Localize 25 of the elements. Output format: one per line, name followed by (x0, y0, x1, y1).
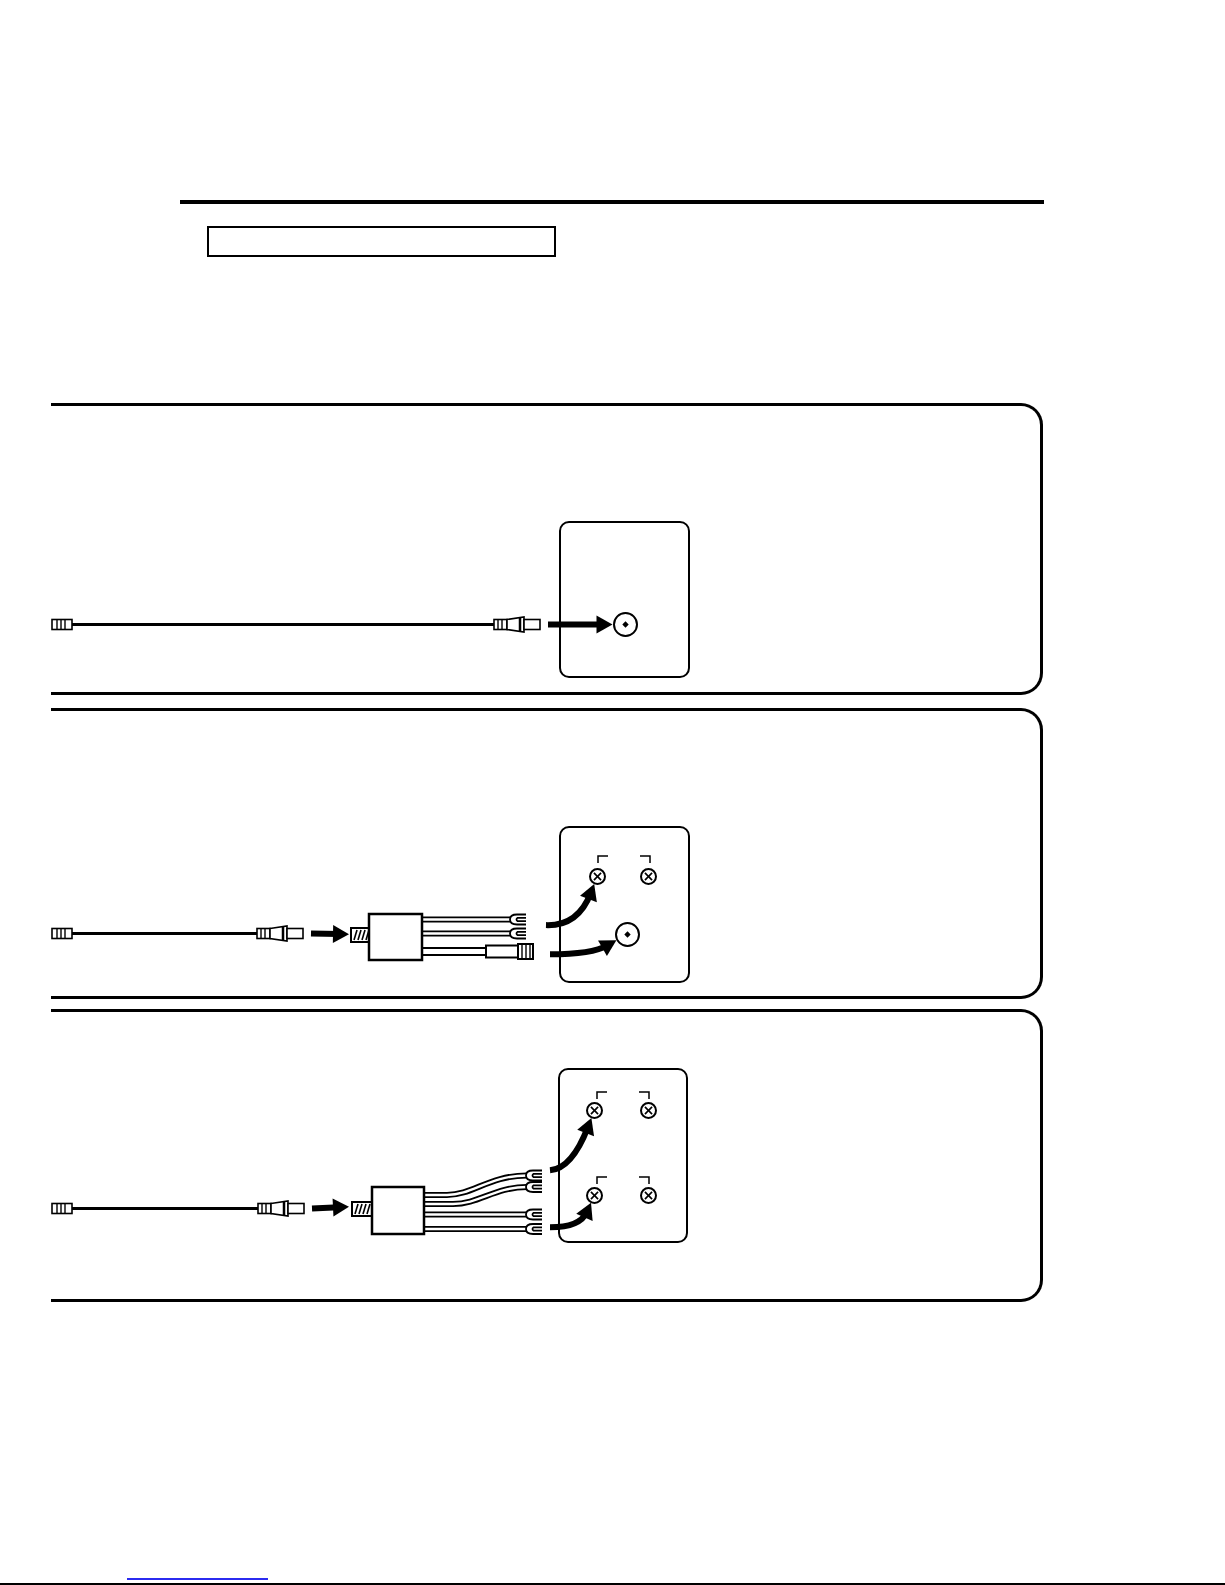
coax-jack-icon (612, 612, 638, 637)
coax-cable-drawing (51, 616, 542, 633)
arrow (549, 1118, 594, 1174)
terminal-panel (559, 826, 690, 983)
arrow (311, 1198, 349, 1217)
arrow (548, 615, 613, 634)
arrow (549, 1203, 592, 1231)
screw-terminal-icon (639, 867, 657, 885)
section-frame (51, 1009, 1043, 1302)
terminal-panel (558, 1068, 688, 1243)
cable-adapter-drawing (349, 910, 536, 962)
section-frame (51, 708, 1043, 999)
screw-terminal-icon (639, 1101, 657, 1119)
arrow (549, 940, 617, 958)
terminal-panel (559, 521, 690, 678)
coax-jack-icon (614, 921, 640, 947)
arrow (310, 924, 349, 943)
coax-cable-drawing (51, 1200, 306, 1217)
screw-terminal-icon (586, 1101, 603, 1119)
screw-terminal-icon (639, 1186, 657, 1204)
arrow (545, 884, 597, 929)
screw-terminal-icon (588, 867, 606, 885)
section-frame (51, 403, 1043, 695)
screw-terminal-icon (586, 1186, 603, 1204)
coax-cable-drawing (51, 925, 305, 942)
